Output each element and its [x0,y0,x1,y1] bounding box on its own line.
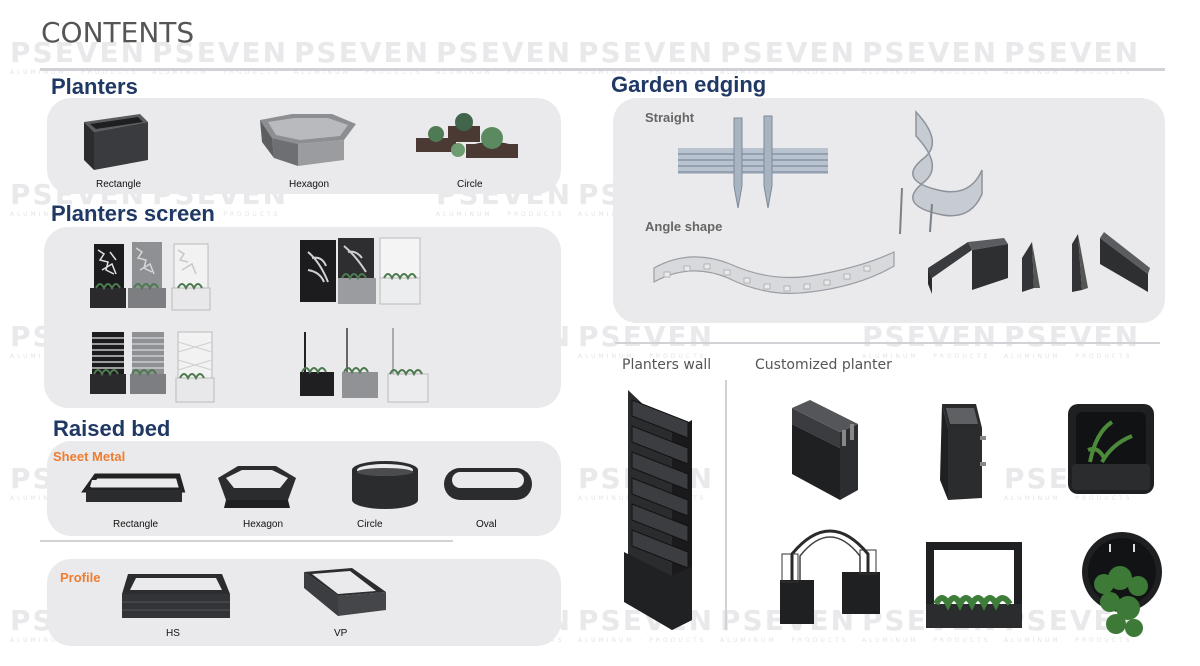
angle-profile-edging-image [928,232,1150,294]
free-standing-frame-planter-image [926,542,1022,628]
sheet-metal-caption-circle: Circle [357,519,383,530]
angle-shape-label: Angle shape [645,219,723,234]
planters-heading: Planters [51,74,138,99]
hexagon-planter-image [260,114,356,166]
sheet-metal-caption-hexagon: Hexagon [243,519,284,530]
flexible-angle-edging-image [653,251,895,294]
slat-screen-set-image [90,331,215,403]
hexagon-raised-bed-image [218,466,296,508]
top-divider [40,68,1165,71]
circle-planter-image [416,113,518,158]
profile-caption-vp: VP [334,628,348,639]
railing-planter-image [792,400,858,500]
profile-label: Profile [60,570,101,585]
arch-trellis-planter-image [780,529,880,624]
right-divider [615,342,1160,344]
straight-edging-stakes-image [678,115,828,209]
leaf-screen-set-image [300,237,421,305]
rectangle-raised-bed-image [81,473,186,502]
raised-bed-divider [40,540,453,542]
wall-mounted-frame-planter-image [1068,404,1154,494]
planters-caption-rectangle: Rectangle [96,179,142,190]
planters-caption-hexagon: Hexagon [289,179,330,190]
circle-raised-bed-image [352,461,418,509]
sheet-metal-caption-rectangle: Rectangle [113,519,159,530]
curved-edging-image [899,110,983,235]
oval-raised-bed-image [444,468,532,500]
straight-label: Straight [645,110,695,125]
laser-cut-screen-set-image [90,242,211,311]
sheet-metal-caption-oval: Oval [476,519,497,530]
planters-wall-image [624,390,692,630]
raised-bed-heading: Raised bed [53,416,171,441]
round-wall-planter-image [1082,532,1162,637]
planters-caption-circle: Circle [457,179,483,190]
page-title: CONTENTS [41,16,195,49]
sheet-metal-label: Sheet Metal [53,449,126,464]
profile-caption-hs: HS [166,628,180,639]
vp-profile-bed-image [304,568,386,616]
planters-screen-heading: Planters screen [51,201,215,226]
wall-divider [725,380,727,630]
rectangle-planter-image [84,114,148,170]
hs-profile-bed-image [122,574,230,618]
planters-wall-label: Planters wall [622,357,712,373]
post-planter-set-image [300,328,429,403]
customized-planter-label: Customized planter [755,357,892,373]
garden-edging-heading: Garden edging [611,72,767,97]
hanging-trough-planter-image [940,404,986,500]
